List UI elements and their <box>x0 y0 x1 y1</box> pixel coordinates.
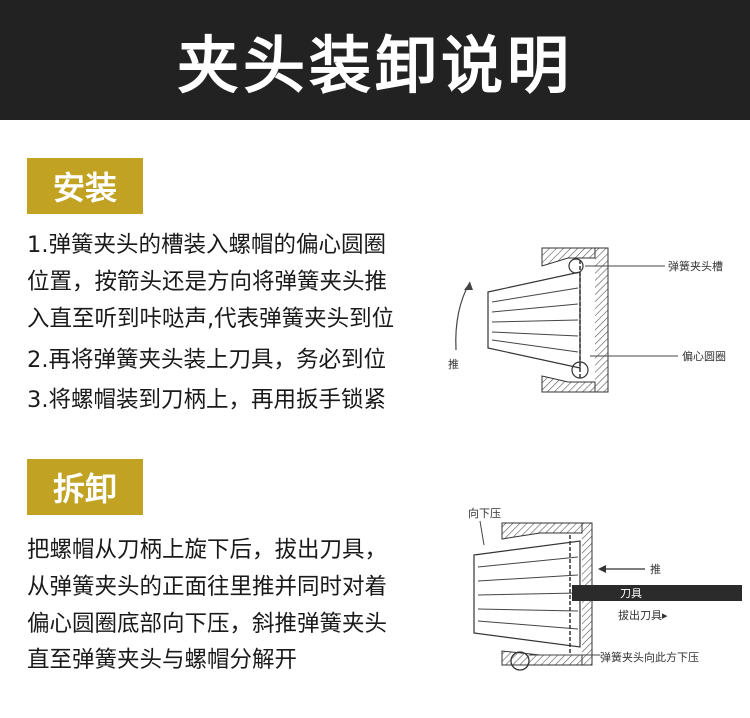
eccentric-circle <box>571 361 589 379</box>
install-line-2: 位置，按箭头还是方向将弹簧夹头推 <box>27 269 388 295</box>
remove-section-tag: 拆卸 <box>27 459 143 515</box>
install-line-3: 入直至听到咔哒声,代表弹簧夹头到位 <box>27 306 395 332</box>
remove-line-1: 把螺帽从刀柄上旋下后，拔出刀具， <box>27 537 388 563</box>
remove-diagram: 向下压 刀具 推 拔出刀具▸ 弹簧夹头向此方下压 <box>468 506 742 671</box>
press-point-circle <box>510 651 530 671</box>
install-diagram: 推 弹簧夹头槽 偏心圆圈 <box>448 247 726 393</box>
collet-body <box>487 271 581 369</box>
pull-out-label: 拔出刀具▸ <box>618 608 668 622</box>
direction-label: 弹簧夹头向此方下压 <box>600 650 699 664</box>
header-banner: 夹头装卸说明 <box>0 0 750 120</box>
install-line-1: 1.弹簧夹头的槽装入螺帽的偏心圆圈 <box>27 232 386 258</box>
cutting-tool <box>572 585 742 601</box>
install-push-label: 推 <box>448 357 459 371</box>
remove-line-4: 直至弹簧夹头与螺帽分解开 <box>27 647 298 673</box>
remove-push-label: 推 <box>650 562 661 576</box>
groove-circle <box>568 258 584 274</box>
groove-label: 弹簧夹头槽 <box>668 259 723 273</box>
nut-housing <box>541 247 596 267</box>
press-down-label: 向下压 <box>468 506 501 520</box>
remove-line-3: 偏心圆圈底部向下压，斜推弹簧夹头 <box>27 611 388 637</box>
eccentric-label: 偏心圆圈 <box>682 349 726 363</box>
remove-line-2: 从弹簧夹头的正面往里推并同时对着 <box>27 574 388 600</box>
press-down-pointer <box>479 520 485 546</box>
collet-body <box>473 540 581 648</box>
push-arrow-icon <box>455 281 471 351</box>
install-section-tag: 安装 <box>27 158 143 214</box>
install-line-5: 3.将螺帽装到刀柄上，再用扳手锁紧 <box>27 387 386 413</box>
page-title: 夹头装卸说明 <box>176 29 573 102</box>
tool-label: 刀具 <box>620 587 642 600</box>
install-line-4: 2.再将弹簧夹头装上刀具，务必到位 <box>27 347 386 373</box>
